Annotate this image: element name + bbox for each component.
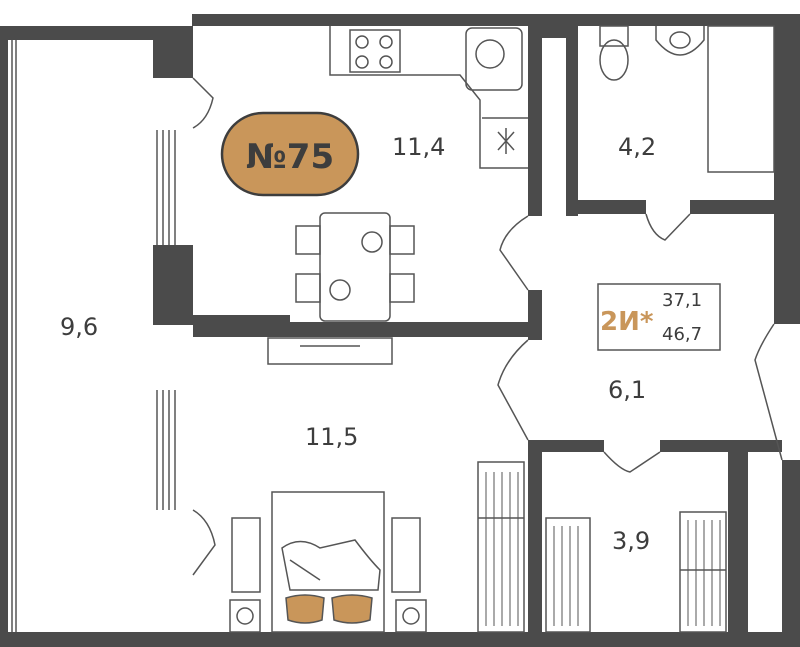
wardrobes [477,461,727,633]
doors [192,77,783,576]
walls [0,14,800,647]
room-area-balcony: 9,6 [60,313,98,341]
room-area-kitchen: 11,4 [392,133,445,161]
dining-table [295,212,415,322]
fridge-icon [497,128,515,154]
vent-shaft [534,40,566,210]
kitchen-counter [329,26,528,169]
room-area-bedroom: 11,5 [305,423,358,451]
room-area-wardrobe: 3,9 [612,527,650,555]
apartment-number: №75 [246,137,334,177]
room-area-hall: 6,1 [608,376,646,404]
wardrobe-hatching [485,472,721,626]
tv-unit [267,337,393,365]
room-area-bathroom: 4,2 [618,133,656,161]
total-area: 46,7 [662,324,702,345]
apartment-badge: №75 [220,111,360,197]
bed-pillows [285,594,373,624]
stove [349,29,401,73]
balcony-window [11,40,17,632]
bathroom-fixtures [599,25,775,173]
room-windows [156,130,176,510]
apartment-info-box: 2И* 37,1 46,7 [597,283,721,351]
apartment-type: 2И* [600,307,654,337]
bed [229,491,427,633]
sink [465,27,523,91]
living-area: 37,1 [662,290,702,311]
